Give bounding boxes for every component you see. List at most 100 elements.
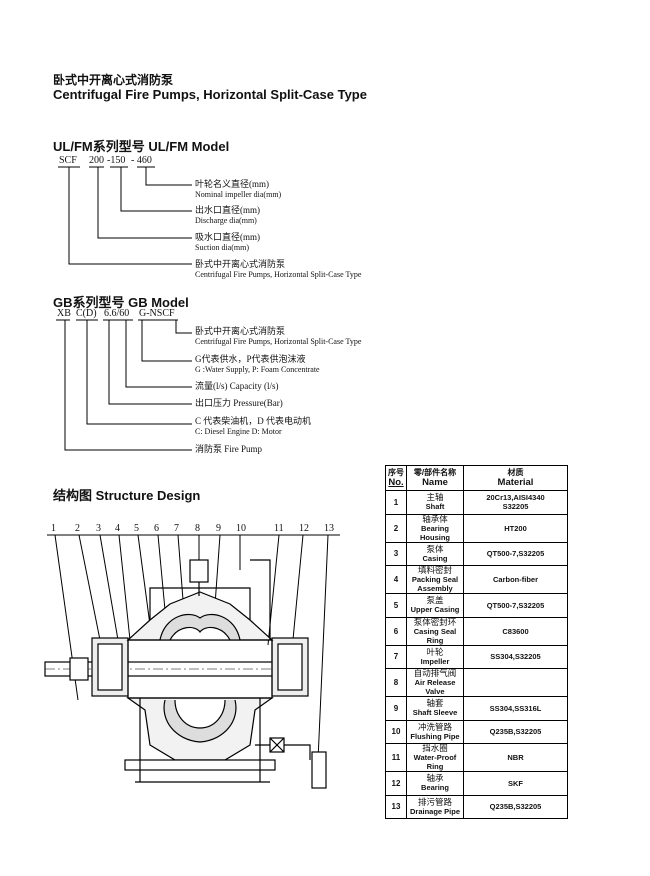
part-name-en: Flushing Pipe <box>410 731 460 741</box>
part-no: 2 <box>385 513 407 543</box>
ulfm-code-p4: - 460 <box>131 155 152 166</box>
part-name-cn: 挡水圈 <box>422 743 448 753</box>
part-name-en: Casing <box>422 553 448 563</box>
callout-13: 13 <box>324 523 334 534</box>
part-no: 9 <box>385 696 407 721</box>
part-name-en: Bearing <box>421 783 449 793</box>
title-en: Centrifugal Fire Pumps, Horizontal Split… <box>53 87 367 102</box>
callout-8: 8 <box>195 523 200 534</box>
part-name-en: Drainage Pipe <box>409 806 461 816</box>
part-name-en: Upper Casing <box>410 605 460 615</box>
part-material: 20Cr13,AISI4340 S32205 <box>463 490 568 515</box>
structure-heading: 结构图 Structure Design <box>53 488 201 503</box>
part-name-en: Water-Proof Ring <box>413 753 457 771</box>
part-material: NBR <box>463 743 568 772</box>
header-name: 零/部件名称 Name <box>406 465 464 491</box>
part-name-cn: 填料密封 <box>417 565 452 575</box>
ulfm-label-suction: 吸水口直径(mm)Suction dia(mm) <box>195 232 260 252</box>
gb-label-pressure: 出口压力 Pressure(Bar) <box>195 398 283 408</box>
ulfm-code-p1: SCF <box>59 155 77 166</box>
callout-11: 11 <box>274 523 284 534</box>
part-no: 7 <box>385 644 407 669</box>
part-name-en: Casing Seal Ring <box>413 626 457 645</box>
header-material: 材质 Material <box>463 465 568 491</box>
title-cn: 卧式中开离心式消防泵 <box>53 73 174 87</box>
part-material: SS304,S32205 <box>463 644 568 669</box>
part-no: 6 <box>385 616 407 646</box>
callout-4: 4 <box>115 523 120 534</box>
part-material: QT500-7,S32205 <box>463 541 568 566</box>
part-name-cn: 主轴 <box>426 492 444 503</box>
part-no: 12 <box>385 771 407 796</box>
part-no: 13 <box>385 794 407 819</box>
callout-6: 6 <box>154 523 159 534</box>
part-material: C83600 <box>463 616 568 646</box>
part-name-cn: 叶轮 <box>426 646 444 657</box>
part-name-cn: 自动排气阀 <box>413 668 457 678</box>
part-name-cn: 轴套 <box>426 698 444 709</box>
part-name-cn: 轴承体 <box>422 513 448 524</box>
gb-code-p1: XB <box>57 308 71 319</box>
gb-label-firepump: 消防泵 Fire Pump <box>195 444 263 454</box>
callout-10: 10 <box>236 523 246 534</box>
part-material: Q235B,S32205 <box>463 794 568 819</box>
part-name-cn: 冲洗管路 <box>417 721 452 732</box>
callout-5: 5 <box>134 523 139 534</box>
part-material <box>463 668 568 697</box>
part-no: 1 <box>385 490 407 515</box>
header-no: 序号 No. <box>385 465 407 491</box>
gb-code-p3: 6.6/60 <box>104 308 130 319</box>
ulfm-code-p2: 200 <box>89 155 104 166</box>
part-name-en: Impeller <box>420 656 450 666</box>
parts-table-header: 序号 No. 零/部件名称 Name 材质 Material <box>385 465 568 491</box>
part-material: SKF <box>463 771 568 796</box>
callout-7: 7 <box>174 523 179 534</box>
part-name-cn: 泵体密封环 <box>413 616 457 627</box>
gb-code-p2: C(D) <box>76 308 97 319</box>
ulfm-label-impeller: 叶轮名义直径(mm)Nominal impeller dia(mm) <box>195 179 282 199</box>
callout-9: 9 <box>216 523 221 534</box>
part-no: 8 <box>385 668 407 697</box>
part-name-en: Packing Seal Assembly <box>411 575 459 593</box>
ulfm-heading: UL/FM系列型号 UL/FM Model <box>53 139 230 154</box>
part-name-en: Shaft <box>425 502 445 512</box>
part-no: 10 <box>385 719 407 744</box>
part-material: QT500-7,S32205 <box>463 593 568 618</box>
part-material: Carbon-fiber <box>463 565 568 594</box>
ulfm-label-discharge: 出水口直径(mm)Discharge dia(mm) <box>195 205 260 225</box>
part-material: SS304,SS316L <box>463 696 568 721</box>
part-name-en: Air Release Valve <box>414 678 456 696</box>
part-material: HT200 <box>463 513 568 543</box>
gb-label-capacity: 流量(l/s) Capacity (l/s) <box>195 381 279 391</box>
ulfm-code-p3: -150 <box>107 155 126 166</box>
part-name-cn: 泵体 <box>426 543 444 554</box>
gb-code-p4: G-NSCF <box>139 308 175 319</box>
